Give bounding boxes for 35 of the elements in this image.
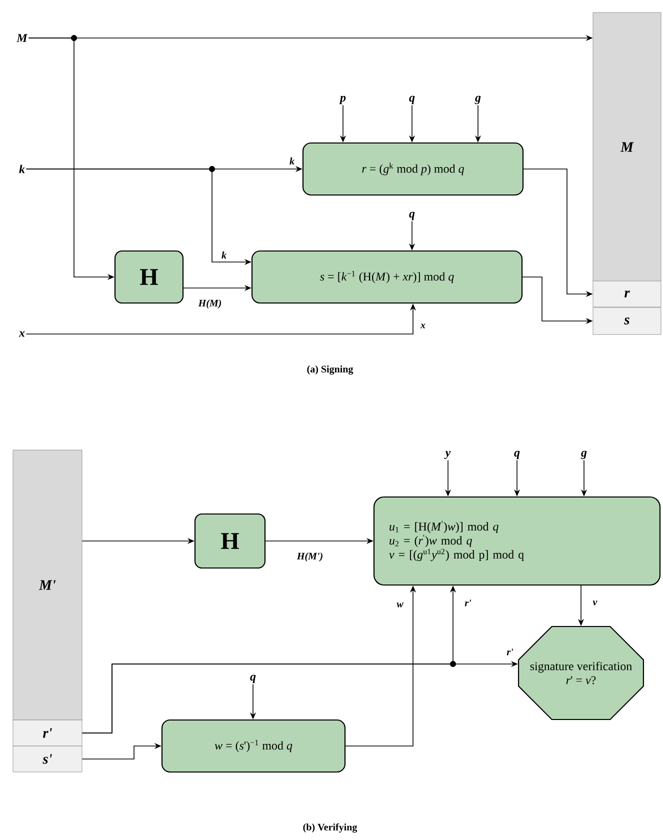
- input-label: q: [409, 212, 415, 220]
- signature-cell: s': [12, 746, 82, 772]
- input-label: y: [444, 450, 451, 460]
- input-label: x: [18, 331, 25, 337]
- input-label: p: [339, 96, 346, 104]
- hash-box: H: [194, 513, 266, 569]
- input-label: q: [250, 674, 256, 684]
- verification-octagon: signature verification r' = v?: [518, 626, 644, 720]
- edge-label: k: [288, 156, 296, 166]
- edge-label: r': [464, 598, 472, 608]
- input-label: g: [580, 450, 587, 460]
- edge-label: w: [396, 602, 404, 608]
- signature-cell: s: [592, 307, 662, 335]
- input-label: k: [19, 164, 25, 174]
- edge-label: H(M'): [296, 551, 324, 563]
- edge-label: x: [420, 322, 426, 330]
- process-box: r = (g$^{k}$ mod p) mod q: [302, 142, 524, 196]
- signature-cell: r': [12, 720, 82, 746]
- message-box: M': [12, 450, 82, 720]
- edge-label: r': [506, 648, 514, 656]
- input-label: q: [514, 450, 520, 460]
- input-label: q: [409, 96, 415, 104]
- edge-label: k: [220, 250, 228, 260]
- process-box: u$_{1}$ = [H(M$^{'}$)w)] mod q u$_{2}$ = (r$^{'}$)w mod q v = [(g$^{u1}$y$^{u2}$) mod p] mod q: [373, 496, 661, 586]
- edge-label: v: [592, 600, 598, 606]
- process-box: w = (s')$^{−1}$ mod q: [161, 719, 346, 773]
- message-box: M: [592, 12, 662, 282]
- caption: (b) Verifying: [303, 823, 358, 833]
- edge-label: H(M): [197, 298, 223, 310]
- input-label: M: [16, 34, 28, 42]
- input-label: g: [474, 96, 481, 104]
- signature-cell: r: [592, 280, 662, 308]
- process-box: s = [k$^{−1}$ (H(M) + xr)] mod q: [251, 250, 523, 304]
- caption: (a) Signing: [307, 365, 354, 375]
- hash-box: H: [114, 250, 184, 304]
